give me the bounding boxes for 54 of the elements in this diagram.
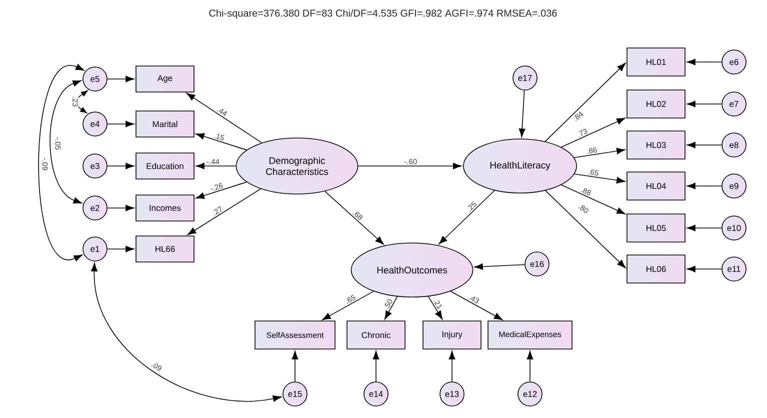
arrow xyxy=(450,290,503,320)
arrow xyxy=(438,190,495,244)
observed-variable-box: SelfAssessment xyxy=(254,320,336,350)
observed-variable-box: HL66 xyxy=(136,236,194,262)
observed-variable-box: Injury xyxy=(422,320,482,350)
arrow xyxy=(187,188,262,236)
observed-variable-box: HL03 xyxy=(626,130,686,160)
arrow xyxy=(107,162,134,170)
arrow xyxy=(686,224,722,232)
observed-variable-box: HL05 xyxy=(626,214,686,242)
arrow xyxy=(91,262,282,402)
arrow xyxy=(686,182,722,190)
arrow xyxy=(560,184,626,214)
observed-variable-box: Education xyxy=(136,152,194,180)
arrow xyxy=(38,64,84,262)
arrow xyxy=(107,76,134,82)
arrow xyxy=(322,290,374,320)
arrow xyxy=(686,142,722,148)
arrow xyxy=(186,92,262,144)
arrow xyxy=(526,350,534,382)
arrow xyxy=(107,120,134,128)
arrow xyxy=(574,174,626,184)
observed-variable-box: HL01 xyxy=(626,48,686,76)
observed-variable-box: Marital xyxy=(136,110,194,138)
observed-variable-box: Age xyxy=(136,66,194,92)
arrow xyxy=(196,182,247,199)
arrow xyxy=(358,162,462,170)
arrow xyxy=(545,190,626,268)
observed-variable-box: HL04 xyxy=(626,172,686,200)
observed-variable-box: MedicalExpenses xyxy=(488,320,572,350)
arrow xyxy=(292,350,298,382)
arrow xyxy=(107,246,134,252)
arrow xyxy=(448,350,456,382)
observed-variable-box: Chronic xyxy=(346,320,406,350)
arrow xyxy=(686,266,722,272)
observed-variable-box: HL02 xyxy=(626,90,686,118)
arrow xyxy=(324,190,384,245)
arrow xyxy=(544,62,626,142)
arrow xyxy=(372,350,380,382)
arrow xyxy=(574,148,626,158)
arrow xyxy=(107,204,134,212)
observed-variable-box: Incomes xyxy=(136,194,194,222)
arrow xyxy=(384,296,398,320)
arrow xyxy=(428,296,443,320)
arrow xyxy=(474,263,526,270)
fit-statistics: Chi-square=376.380 DF=83 Chi/DF=4.535 GFI=.982 AGFI=.974 RMSEA=.036 xyxy=(209,9,557,19)
arrow xyxy=(518,90,526,138)
arrow xyxy=(560,118,626,148)
arrow xyxy=(196,133,247,150)
observed-variable-box: HL06 xyxy=(626,254,686,284)
arrow xyxy=(196,162,236,170)
arrow xyxy=(50,80,82,204)
arrow xyxy=(686,100,722,108)
arrow xyxy=(686,58,722,66)
